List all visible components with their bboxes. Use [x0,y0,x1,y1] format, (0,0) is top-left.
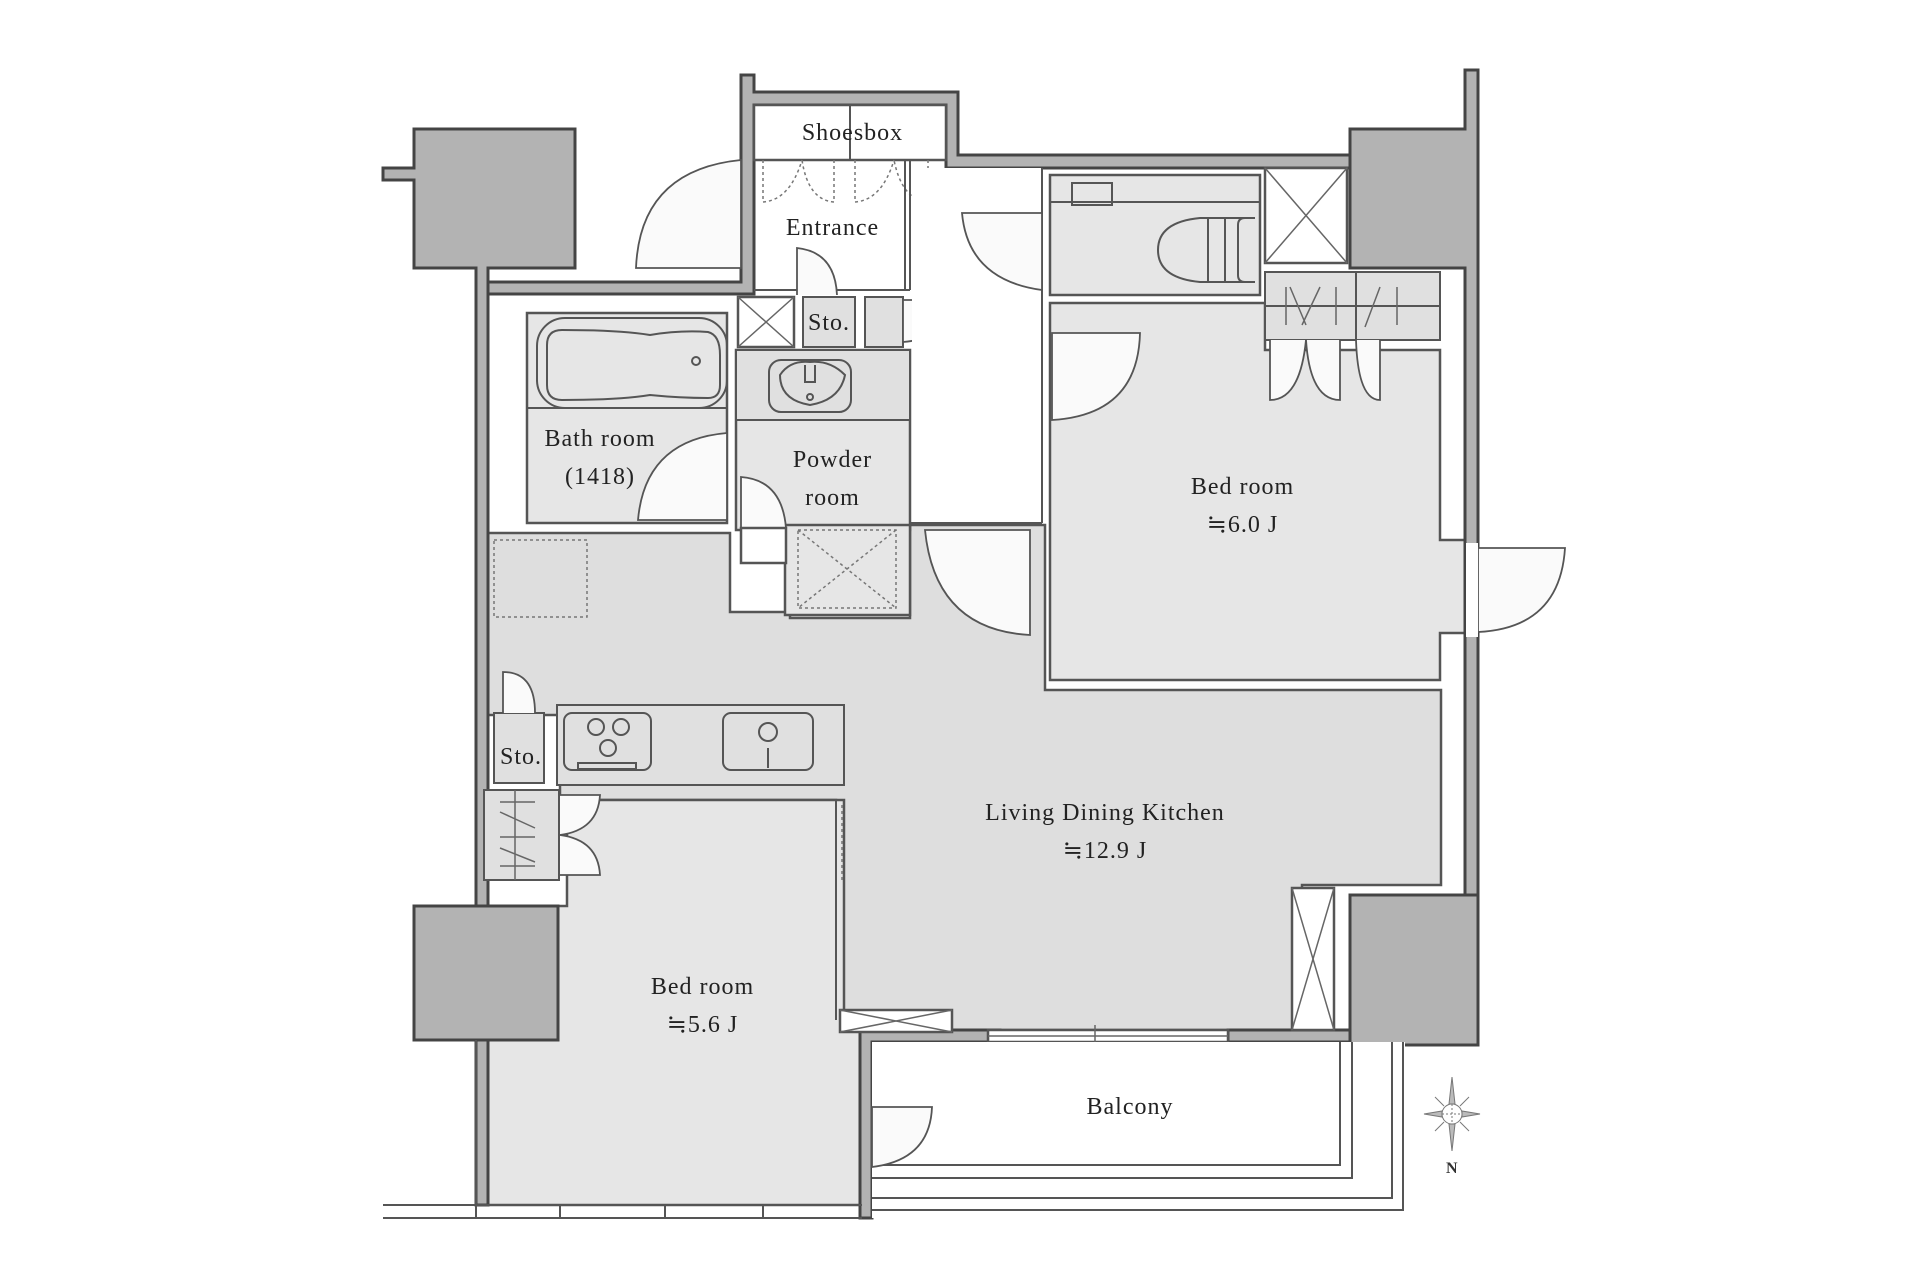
powder-room-line2: room [805,485,860,511]
shoesbox-label: Shoesbox [801,120,904,146]
powder-room-label: Powder room [775,441,890,517]
burner-icon [599,739,617,757]
bathroom-size: (1418) [565,464,635,490]
bathroom-label: Bath room (1418) [530,420,670,496]
bedroom-1-door[interactable] [1051,332,1141,421]
pillar-bottom-left [412,904,560,1042]
toilet-room-floor [1048,173,1262,297]
entrance-label: Entrance [785,215,880,241]
compass-north-label: N [1446,1160,1458,1177]
ldk-door[interactable] [924,529,1031,636]
kitchen-sink[interactable] [722,712,814,771]
powder-room-line1: Powder [792,447,873,473]
bedroom-2-label: Bed room ≒5.6 J [630,968,775,1044]
entrance-door[interactable] [635,159,742,269]
kitchen-counter [556,704,845,786]
storage-entrance-label: Sto. [807,310,850,336]
ldk-area: ≒12.9 J [1062,838,1148,864]
burner-icon [587,718,605,736]
bedroom-1-area: ≒6.0 J [1206,512,1279,538]
toilet-door[interactable] [961,212,1043,292]
powder-room-laundry [783,523,912,617]
bedroom-1-window-door[interactable] [1477,547,1566,633]
ldk-name: Living Dining Kitchen [985,800,1225,826]
appliance-area [493,539,588,618]
balcony-label: Balcony [1086,1094,1174,1120]
bedroom-2-closet [483,789,560,881]
ldk-label: Living Dining Kitchen ≒12.9 J [960,794,1250,870]
bath-door[interactable] [637,432,728,521]
bedroom-2-name: Bed room [650,974,755,1000]
laundry-pan-outline [797,529,897,609]
bedroom-1-label: Bed room ≒6.0 J [1170,468,1315,544]
storage-small [864,296,904,348]
bedroom-1-name: Bed room [1190,474,1295,500]
storage-entrance[interactable] [802,296,856,348]
bedroom-2-area: ≒5.6 J [666,1012,739,1038]
wall-balcony-top-right [1226,1028,1352,1044]
balcony-floor [872,1042,1405,1218]
bathroom-name: Bath room [544,426,656,452]
storage-kitchen-label: Sto. [499,744,542,770]
pillar-bottom-right [1348,893,1480,1047]
balcony-door[interactable] [871,1106,933,1169]
burner-icon [612,718,630,736]
toilet-icon [1156,217,1255,283]
compass-rose-icon [1423,1076,1481,1152]
pillar-top-left [381,127,577,1207]
